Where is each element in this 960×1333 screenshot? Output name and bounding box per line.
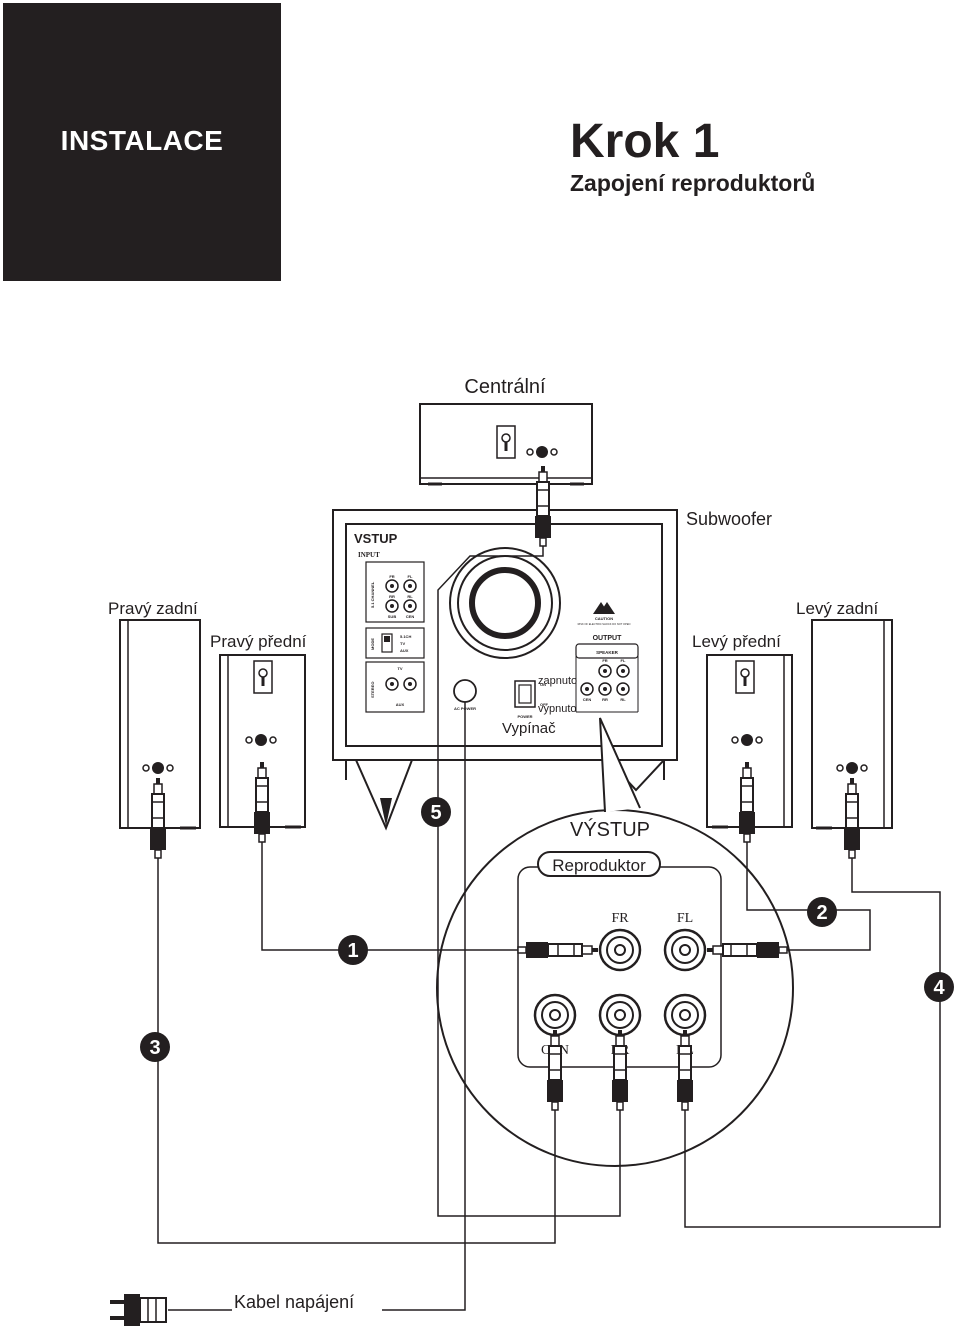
step-badge-4: 4: [924, 972, 954, 1002]
step-badge-3: 3: [140, 1032, 170, 1062]
input-jack-label: RR: [389, 594, 395, 599]
power-plug: [110, 1294, 167, 1326]
output-jack-label: FR: [602, 658, 607, 663]
power-label: POWER: [517, 714, 532, 719]
off-label: vypnuto: [538, 703, 577, 715]
output-jack-label: RR: [602, 697, 608, 702]
input-label-cz: VSTUP: [354, 531, 398, 546]
input-jack-label: FL: [408, 574, 413, 579]
section-header-box: INSTALACE: [3, 3, 281, 281]
subwoofer: [332, 509, 678, 831]
mode-option: TV: [400, 641, 405, 646]
input-label-en: INPUT: [358, 551, 380, 559]
step-badge-1: 1: [338, 935, 368, 965]
step-title: Krok 1: [570, 115, 720, 168]
mode-label: MODE: [370, 638, 375, 650]
input-jack-label: RL: [407, 594, 413, 599]
center-speaker-label: Centrální: [464, 376, 546, 398]
section-title: INSTALACE: [60, 125, 224, 156]
callout-jack-label: FL: [677, 911, 693, 926]
step-number: 5: [430, 802, 441, 824]
output-jack-label: CEN: [583, 697, 592, 702]
switch-label: Vypínač: [502, 720, 556, 737]
rear-right-label: Pravý zadní: [108, 599, 198, 618]
output-jack-label: FL: [621, 658, 626, 663]
aux-label: AUX: [396, 702, 405, 707]
speaker-label: SPEAKER: [596, 650, 619, 655]
rear-left-label: Levý zadní: [796, 599, 878, 618]
channel-label: 5.1 CHANNEL: [370, 581, 375, 608]
subwoofer-label: Subwoofer: [686, 509, 772, 529]
step-number: 2: [816, 902, 827, 924]
output-label: OUTPUT: [593, 635, 623, 642]
caution-label: CAUTION: [595, 616, 613, 621]
input-jack-label: FR: [389, 574, 394, 579]
callout-box-label: Reproduktor: [552, 856, 646, 875]
output-jack-label: RL: [620, 697, 626, 702]
callout-jack-label: FR: [611, 911, 629, 926]
step-number: 3: [149, 1037, 160, 1059]
stereo-label: STEREO: [370, 682, 375, 698]
front-right-label: Pravý přední: [210, 632, 307, 651]
caution-text: RISK OF ELECTRIC SHOCK DO NOT OPEN: [578, 622, 631, 626]
on-label: zapnuto: [538, 675, 577, 687]
output-callout: [436, 717, 794, 1167]
step-subtitle: Zapojení reproduktorů: [570, 170, 816, 196]
center-speaker: [419, 403, 593, 486]
step-badge-5: 5: [421, 797, 451, 827]
mode-option: 5.1CH: [400, 634, 411, 639]
step-badge-2: 2: [807, 897, 837, 927]
front-left-label: Levý přední: [692, 632, 781, 651]
step-number: 1: [347, 940, 358, 962]
tv-label: TV: [397, 666, 402, 671]
callout-title: VÝSTUP: [570, 818, 650, 841]
off-en-label: OFF: [540, 702, 549, 707]
on-en-label: ON: [540, 682, 546, 687]
input-jack-label: CEN: [406, 614, 415, 619]
power-cable-label: Kabel napájení: [234, 1292, 354, 1312]
input-jack-label: SUB: [388, 614, 397, 619]
mode-option: AUX: [400, 648, 409, 653]
step-number: 4: [933, 977, 945, 999]
